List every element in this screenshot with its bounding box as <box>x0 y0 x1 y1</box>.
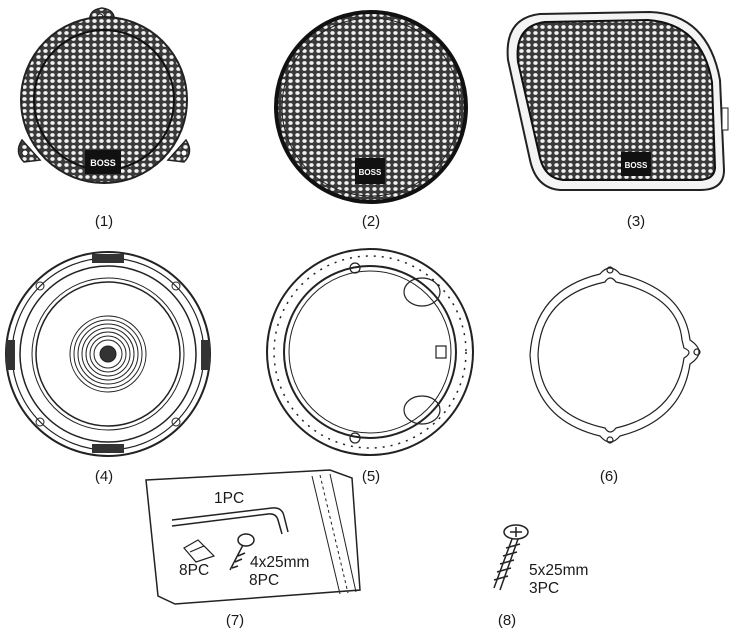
label-part-7: (7) <box>225 612 245 629</box>
label-part-3: (3) <box>626 213 646 230</box>
coaxial-speaker <box>5 251 211 457</box>
allen-key-icon <box>171 507 289 535</box>
grille-round: BOSS <box>274 10 468 204</box>
pan-head-screw-icon <box>493 524 529 591</box>
brand-badge-text: BOSS <box>625 161 648 170</box>
label-part-6: (6) <box>599 468 619 485</box>
grille-contoured: BOSS <box>506 10 729 191</box>
screw-size: 4x25mm <box>250 554 310 571</box>
gasket <box>529 266 701 444</box>
adapter-ring <box>266 248 474 456</box>
loose-screw-size: 5x25mm <box>529 562 589 579</box>
brand-badge <box>355 158 385 184</box>
clip-qty: 8PC <box>179 562 210 579</box>
brand-badge <box>621 152 651 176</box>
grille-round-tabbed: BOSS <box>17 7 191 184</box>
hardware-bag <box>145 469 361 605</box>
allen-key-qty: 1PC <box>214 490 245 507</box>
brand-badge-text: BOSS <box>90 158 116 168</box>
brand-badge-text: BOSS <box>359 168 382 177</box>
spring-clip-icon <box>183 539 216 563</box>
label-part-2: (2) <box>361 213 381 230</box>
label-part-8: (8) <box>497 612 517 629</box>
label-part-1: (1) <box>94 213 114 230</box>
self-tapping-screw-icon <box>229 533 255 571</box>
label-part-4: (4) <box>94 468 114 485</box>
screw-qty: 8PC <box>249 572 280 589</box>
label-part-5: (5) <box>361 468 381 485</box>
brand-badge <box>85 150 121 174</box>
loose-screw-qty: 3PC <box>529 580 560 597</box>
